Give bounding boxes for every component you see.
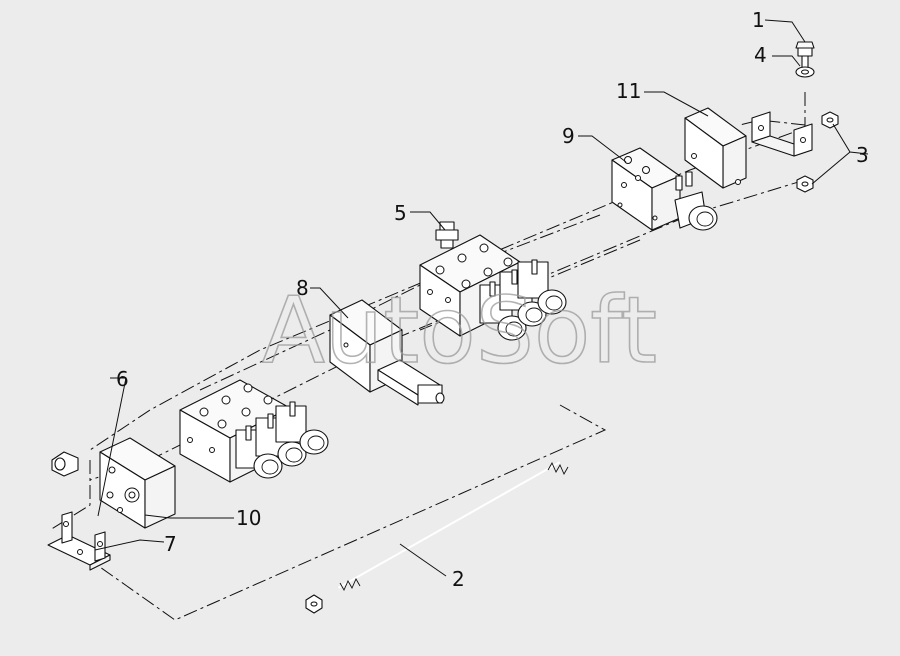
callout-1: 1: [752, 8, 765, 32]
spacer-block-part-8: [329, 299, 445, 406]
nut-part-3-upper: [821, 111, 839, 129]
callout-6: 6: [116, 367, 129, 391]
callout-9: 9: [562, 124, 575, 148]
fitting-part-5: [435, 221, 459, 249]
plug-part-6: [51, 451, 79, 477]
cover-plate-part-11: [684, 107, 747, 189]
callout-3: 3: [856, 143, 869, 167]
callout-4: 4: [754, 43, 767, 67]
bracket-part-7: [47, 511, 111, 571]
callout-2: 2: [452, 567, 465, 591]
leader-lines: [94, 19, 869, 577]
lower-valve-bank: [179, 379, 329, 483]
inlet-cover-part-10: [99, 437, 176, 529]
nut-part-3-lower: [796, 175, 814, 193]
callout-8: 8: [296, 276, 309, 300]
bolt-part-1: [795, 41, 815, 69]
callout-labels: 1 4 3 11 9 5 8 6 10 7 2: [116, 8, 869, 591]
watermark-text: AutoSoft: [262, 277, 657, 384]
tie-rod-part-2: [337, 461, 569, 591]
callout-7: 7: [164, 532, 177, 556]
washer-part-4: [795, 66, 815, 78]
callout-10: 10: [236, 506, 261, 530]
end-valve-section-part-9: [611, 147, 718, 231]
callout-5: 5: [394, 201, 407, 225]
rod-nut: [305, 594, 323, 614]
callout-11: 11: [616, 79, 641, 103]
bracket-right: [751, 111, 813, 157]
upper-valve-bank: [419, 234, 567, 341]
